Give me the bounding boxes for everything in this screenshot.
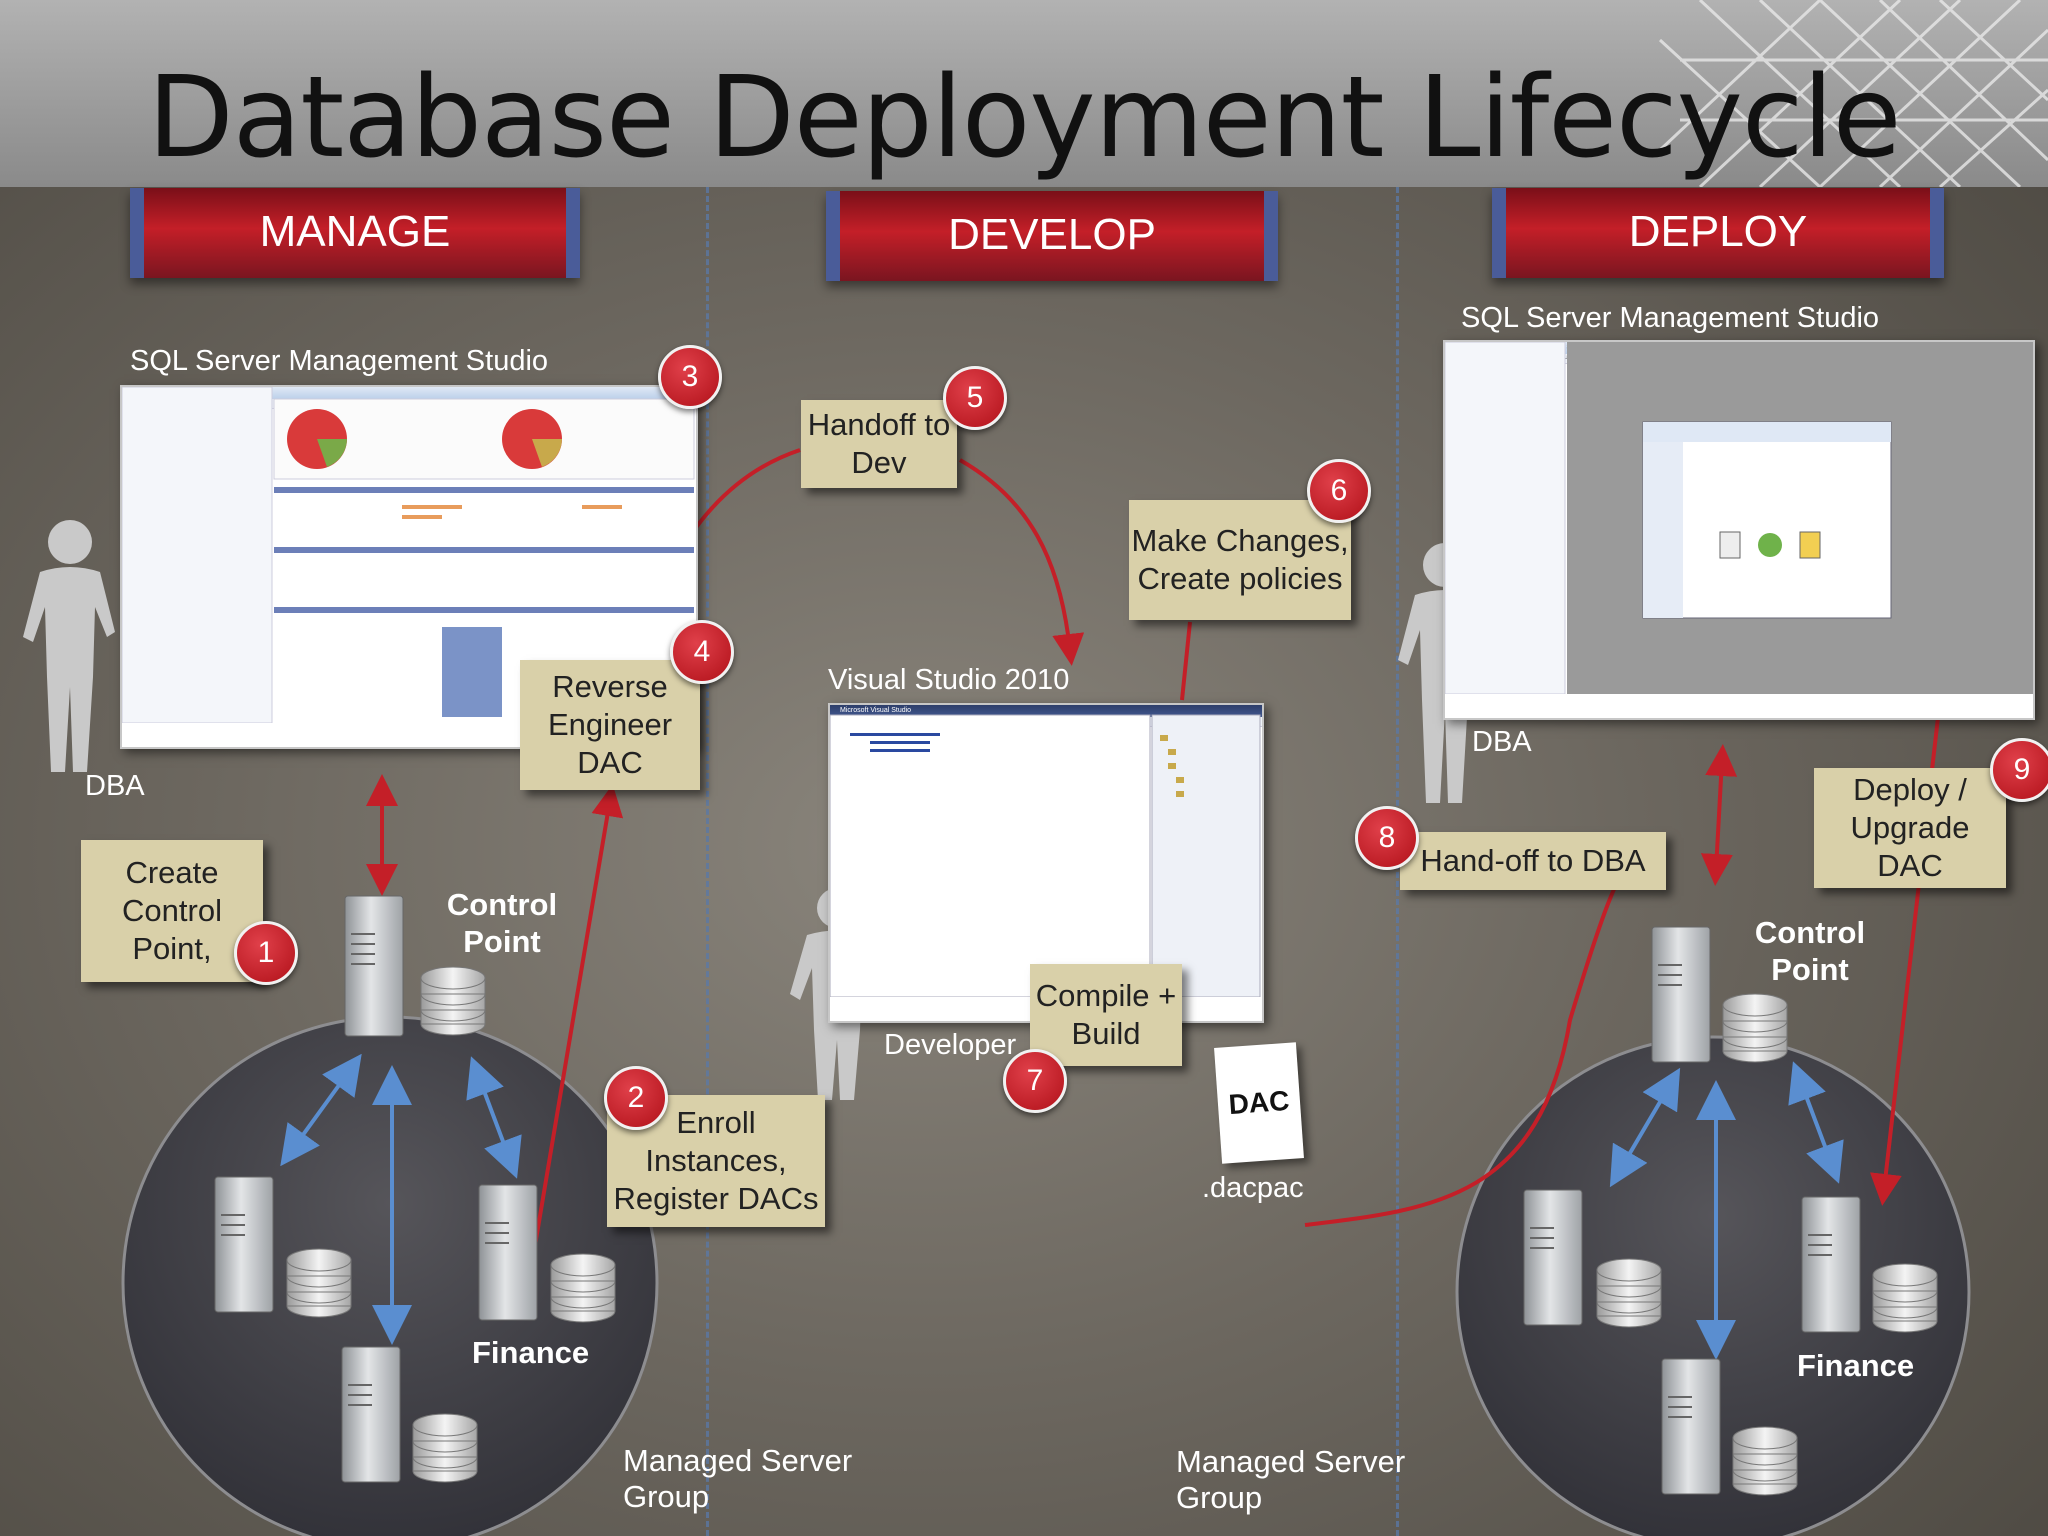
deploy-wizard-icon [1445, 342, 2033, 694]
database-icon [548, 1245, 618, 1325]
ssms-label-deploy: SQL Server Management Studio [1461, 302, 1880, 334]
group-label-left: Managed Server Group [623, 1443, 853, 1514]
ssms-label-manage: SQL Server Management Studio [130, 345, 549, 377]
step-4-note: Reverse Engineer DAC [520, 660, 700, 790]
ssms-screenshot-manage: Microsoft SQL Server Management Studio F… [120, 385, 698, 749]
control-point-label-left: Control Point [446, 887, 558, 959]
database-icon [284, 1240, 354, 1320]
server-icon [1660, 1357, 1730, 1502]
architecture-pattern-icon [1658, 0, 2048, 187]
dacpac-label: .dacpac [1202, 1172, 1304, 1204]
vs-label: Visual Studio 2010 [828, 664, 1070, 696]
person-silhouette-icon [15, 512, 125, 774]
database-icon [1730, 1418, 1800, 1498]
server-icon [1522, 1188, 1592, 1333]
step-7-note: Compile + Build [1030, 964, 1182, 1066]
step-8-badge: 8 [1355, 806, 1419, 870]
server-icon [213, 1175, 283, 1320]
actor-developer: Developer [884, 1029, 1017, 1061]
step-1-note: Create Control Point, [81, 840, 263, 982]
step-1-badge: 1 [234, 921, 298, 985]
step-4-badge: 4 [670, 620, 734, 684]
server-icon [1800, 1195, 1870, 1340]
server-icon [343, 894, 435, 1044]
step-8-note: Hand-off to DBA [1400, 832, 1666, 890]
ssms-screenshot-deploy: Microsoft SQL Server Management Studio F… [1443, 340, 2035, 720]
phase-divider-1 [706, 187, 709, 1536]
database-icon [410, 1405, 480, 1485]
server-icon [1650, 925, 1720, 1070]
step-2-badge: 2 [604, 1066, 668, 1130]
step-9-badge: 9 [1990, 738, 2048, 802]
actor-dba-manage: DBA [85, 770, 145, 802]
finance-label-right: Finance [1797, 1348, 1915, 1383]
step-3-badge: 3 [658, 345, 722, 409]
database-icon [1594, 1250, 1664, 1330]
page-title: Database Deployment Lifecycle [147, 53, 1902, 183]
phase-deploy: DEPLOY [1492, 188, 1944, 278]
group-label-right: Managed Server Group [1176, 1444, 1406, 1515]
server-icon [340, 1345, 410, 1490]
database-icon [1720, 985, 1790, 1065]
step-9-note: Deploy / Upgrade DAC [1814, 768, 2006, 888]
phase-manage: MANAGE [130, 188, 580, 278]
step-5-note: Handoff to Dev [801, 400, 957, 488]
actor-dba-deploy: DBA [1472, 726, 1532, 758]
control-point-label-right: Control Point [1754, 915, 1866, 987]
step-5-badge: 5 [943, 366, 1007, 430]
dac-file-icon: DAC [1214, 1042, 1304, 1164]
title-bar [0, 0, 2048, 187]
step-6-badge: 6 [1307, 459, 1371, 523]
server-icon [477, 1183, 547, 1328]
phase-develop: DEVELOP [826, 191, 1278, 281]
database-icon [418, 958, 488, 1038]
utility-dashboard-icon [122, 387, 695, 723]
finance-label-left: Finance [472, 1335, 590, 1370]
step-6-note: Make Changes, Create policies [1129, 500, 1351, 620]
step-7-badge: 7 [1003, 1049, 1067, 1113]
code-editor-icon [830, 714, 1261, 997]
database-icon [1870, 1255, 1940, 1335]
